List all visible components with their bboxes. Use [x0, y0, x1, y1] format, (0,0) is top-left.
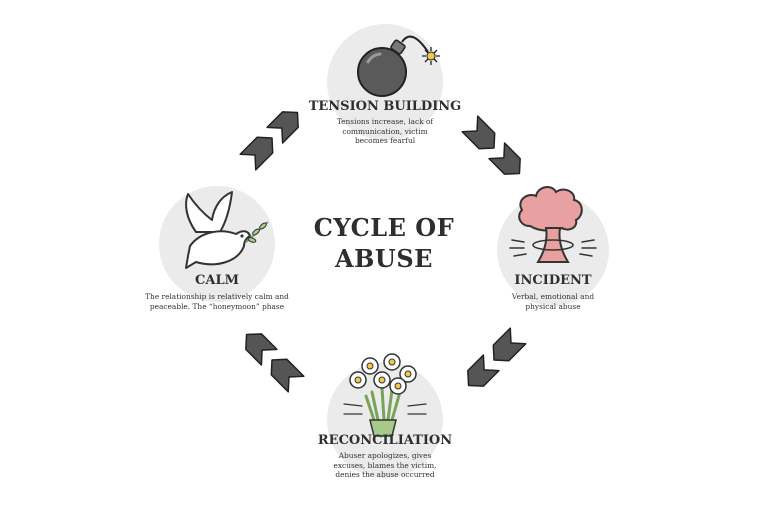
- arrow-incident-to-reconciliation: [467, 327, 527, 387]
- title-line-1: CYCLE OF: [313, 213, 455, 242]
- tension-building-title: TENSION BUILDING: [308, 99, 462, 114]
- arrow-calm-to-tension: [239, 111, 299, 171]
- incident-desc: Verbal, emotional and physical abuse: [511, 292, 595, 311]
- reconciliation-desc: Abuser apologizes, gives excuses, blames…: [333, 451, 437, 479]
- bomb-icon: [357, 35, 440, 97]
- explosion-icon: [509, 186, 597, 263]
- incident-title: INCIDENT: [514, 273, 592, 288]
- calm-title: CALM: [195, 273, 239, 288]
- arrow-reconciliation-to-calm: [245, 333, 305, 393]
- arrow-tension-to-incident: [461, 115, 521, 175]
- reconciliation-title: RECONCILIATION: [317, 433, 453, 448]
- tension-building-desc: Tensions increase, lack of communication…: [336, 117, 434, 145]
- calm-desc: The relationship is relatively calm and …: [145, 292, 289, 311]
- flower-bouquet-icon: [343, 353, 427, 437]
- title-line-2: ABUSE: [335, 244, 433, 273]
- diagram-title: CYCLE OF ABUSE: [284, 212, 484, 274]
- dove-icon: [185, 191, 269, 269]
